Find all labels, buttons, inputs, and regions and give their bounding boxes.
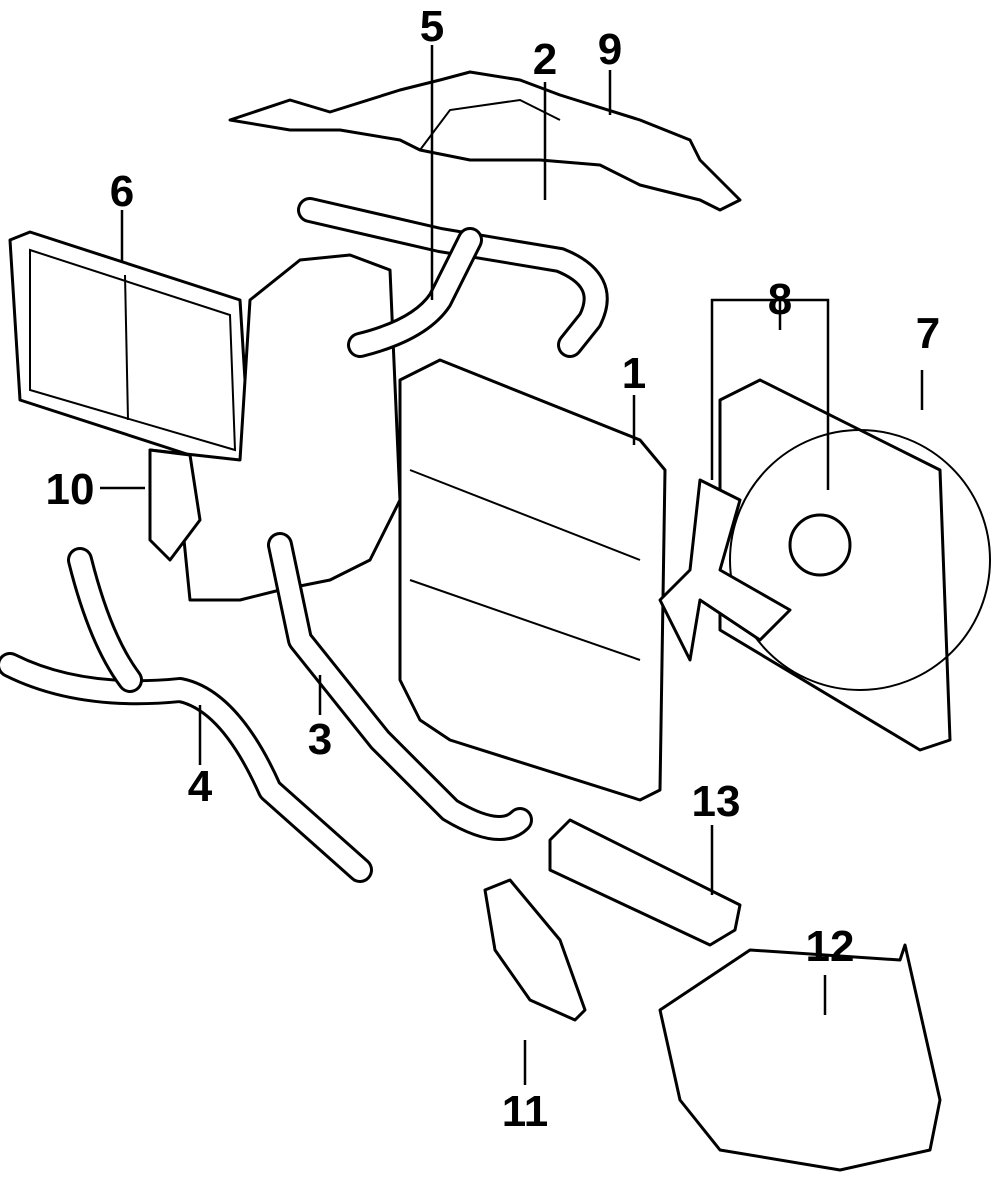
callout-9: 9	[597, 25, 623, 74]
part-10-bracket	[148, 448, 202, 562]
callout-12: 12	[805, 922, 855, 971]
callout-6: 6	[109, 167, 135, 216]
callout-2: 2	[532, 35, 558, 84]
part-7-fan-shroud	[718, 378, 991, 752]
part-4-heater-hose	[0, 547, 373, 883]
callout-8: 8	[767, 275, 793, 324]
callout-4: 4	[187, 762, 213, 811]
part-6-heater-core	[8, 230, 252, 470]
callout-13: 13	[691, 777, 741, 826]
part-12-lower-shield	[658, 943, 942, 1172]
part-13-bracket	[548, 818, 742, 947]
part-2-upper-hose	[297, 197, 609, 358]
callout-7: 7	[915, 309, 941, 358]
part-9-upper-panel	[228, 70, 742, 212]
leader-lines	[100, 45, 924, 1085]
callout-3: 3	[307, 715, 333, 764]
callout-1: 1	[621, 349, 647, 398]
part-11-bracket	[483, 878, 587, 1022]
part-3-lower-hose	[267, 532, 533, 841]
callout-10: 10	[45, 465, 95, 514]
callout-11: 11	[501, 1087, 549, 1136]
part-8-fan-motor	[658, 478, 852, 662]
part-1-radiator	[398, 358, 667, 802]
callout-5: 5	[419, 2, 445, 51]
part-5-hose	[347, 227, 483, 358]
